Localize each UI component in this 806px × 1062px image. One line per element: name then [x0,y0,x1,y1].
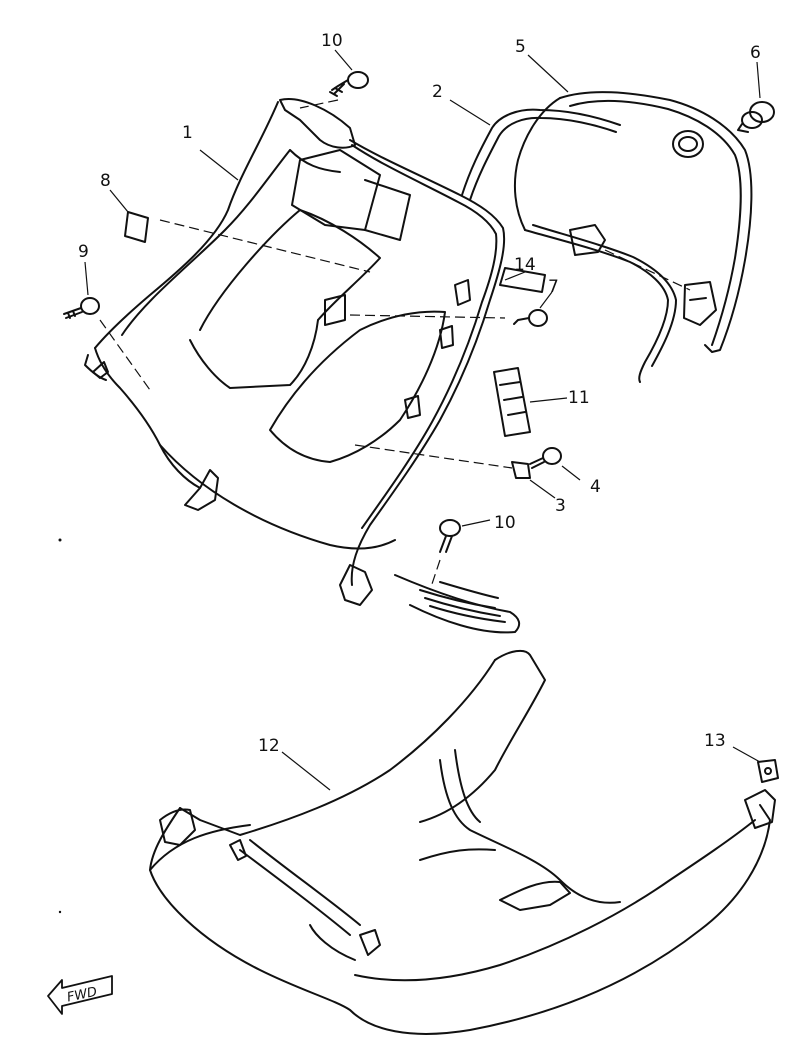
lower-footrest-cover [149,649,776,1035]
screw-9 [63,297,100,319]
callout-11: 11 [568,388,590,408]
callout-12: 12 [258,736,280,756]
callout-2: 2 [432,82,443,102]
grommet-6 [737,101,775,133]
stray-mark [58,538,62,542]
callout-13: 13 [704,731,726,751]
screw-10-top [329,71,369,97]
callout-10-top: 10 [321,31,343,51]
clip-3 [511,461,531,479]
nut-7 [513,309,548,327]
callout-8: 8 [100,171,111,191]
callout-6: 6 [750,43,761,63]
callout-1: 1 [182,123,193,143]
callout-7: 7 [548,277,559,297]
fwd-label: FWD [66,985,99,1006]
callout-9: 9 [78,242,89,262]
bracket-11 [493,367,531,437]
callout-4: 4 [590,477,601,497]
screw-10-lower [439,519,461,553]
clip-13 [757,759,779,783]
label-8 [124,211,149,243]
leg-shield-panel [84,98,521,634]
leader-lines [84,49,761,791]
shield-edge-trim [461,108,621,201]
callout-14: 14 [514,255,536,275]
callout-5: 5 [515,37,526,57]
callout-3: 3 [555,496,566,516]
screw-4 [529,447,562,469]
callout-10-lower: 10 [494,513,516,533]
label-14 [499,267,546,293]
rear-cover-loop [513,91,753,383]
stray-mark [58,910,62,914]
assembly-lines [99,99,691,591]
forward-arrow-icon: FWD [47,975,113,1015]
